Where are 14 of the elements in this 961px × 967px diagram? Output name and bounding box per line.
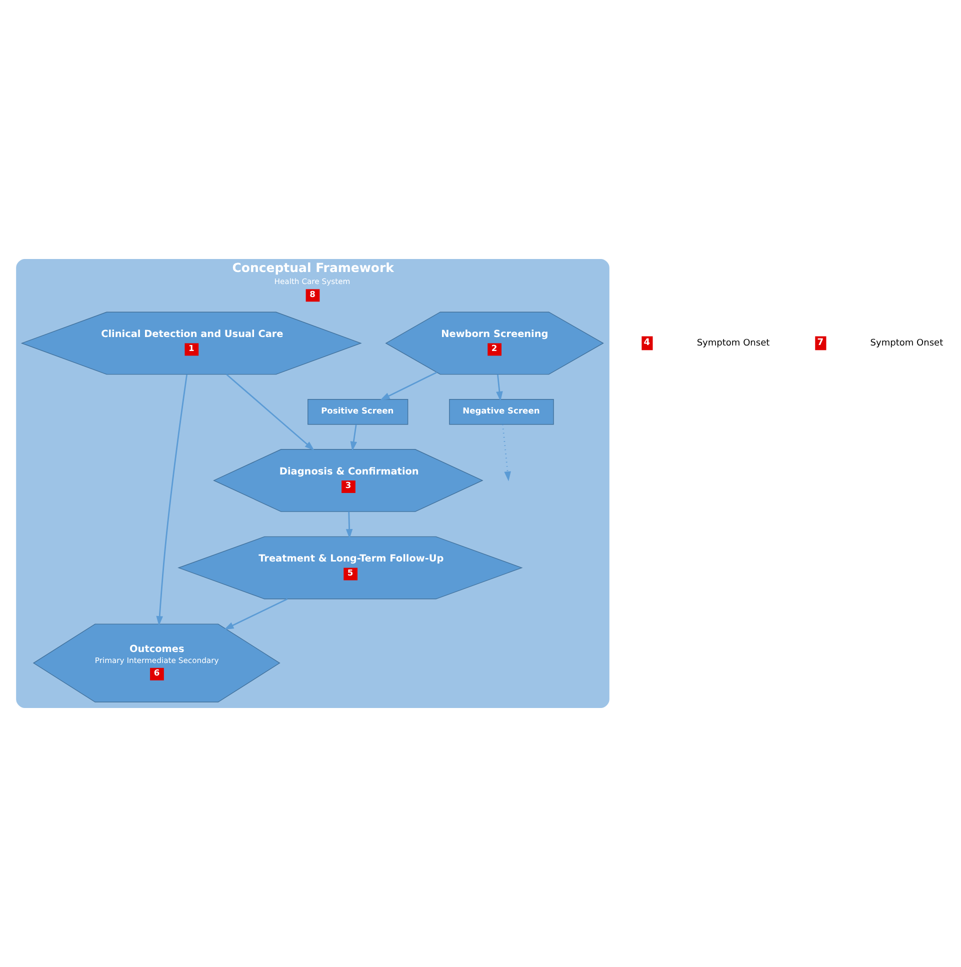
label: 4 (644, 338, 650, 348)
node-box: Negative Screen (449, 399, 554, 425)
label: 7 (817, 338, 824, 348)
arrow (226, 374, 314, 451)
node-box: Positive Screen (308, 399, 408, 425)
arrow (496, 374, 503, 402)
arrow (502, 424, 511, 482)
label: Symptom Onset (870, 338, 944, 349)
arrow (380, 372, 438, 400)
arrow (346, 512, 353, 539)
arrow (224, 598, 288, 630)
label: Symptom Onset (696, 338, 770, 349)
arrow (350, 424, 358, 452)
arrow (156, 374, 188, 626)
